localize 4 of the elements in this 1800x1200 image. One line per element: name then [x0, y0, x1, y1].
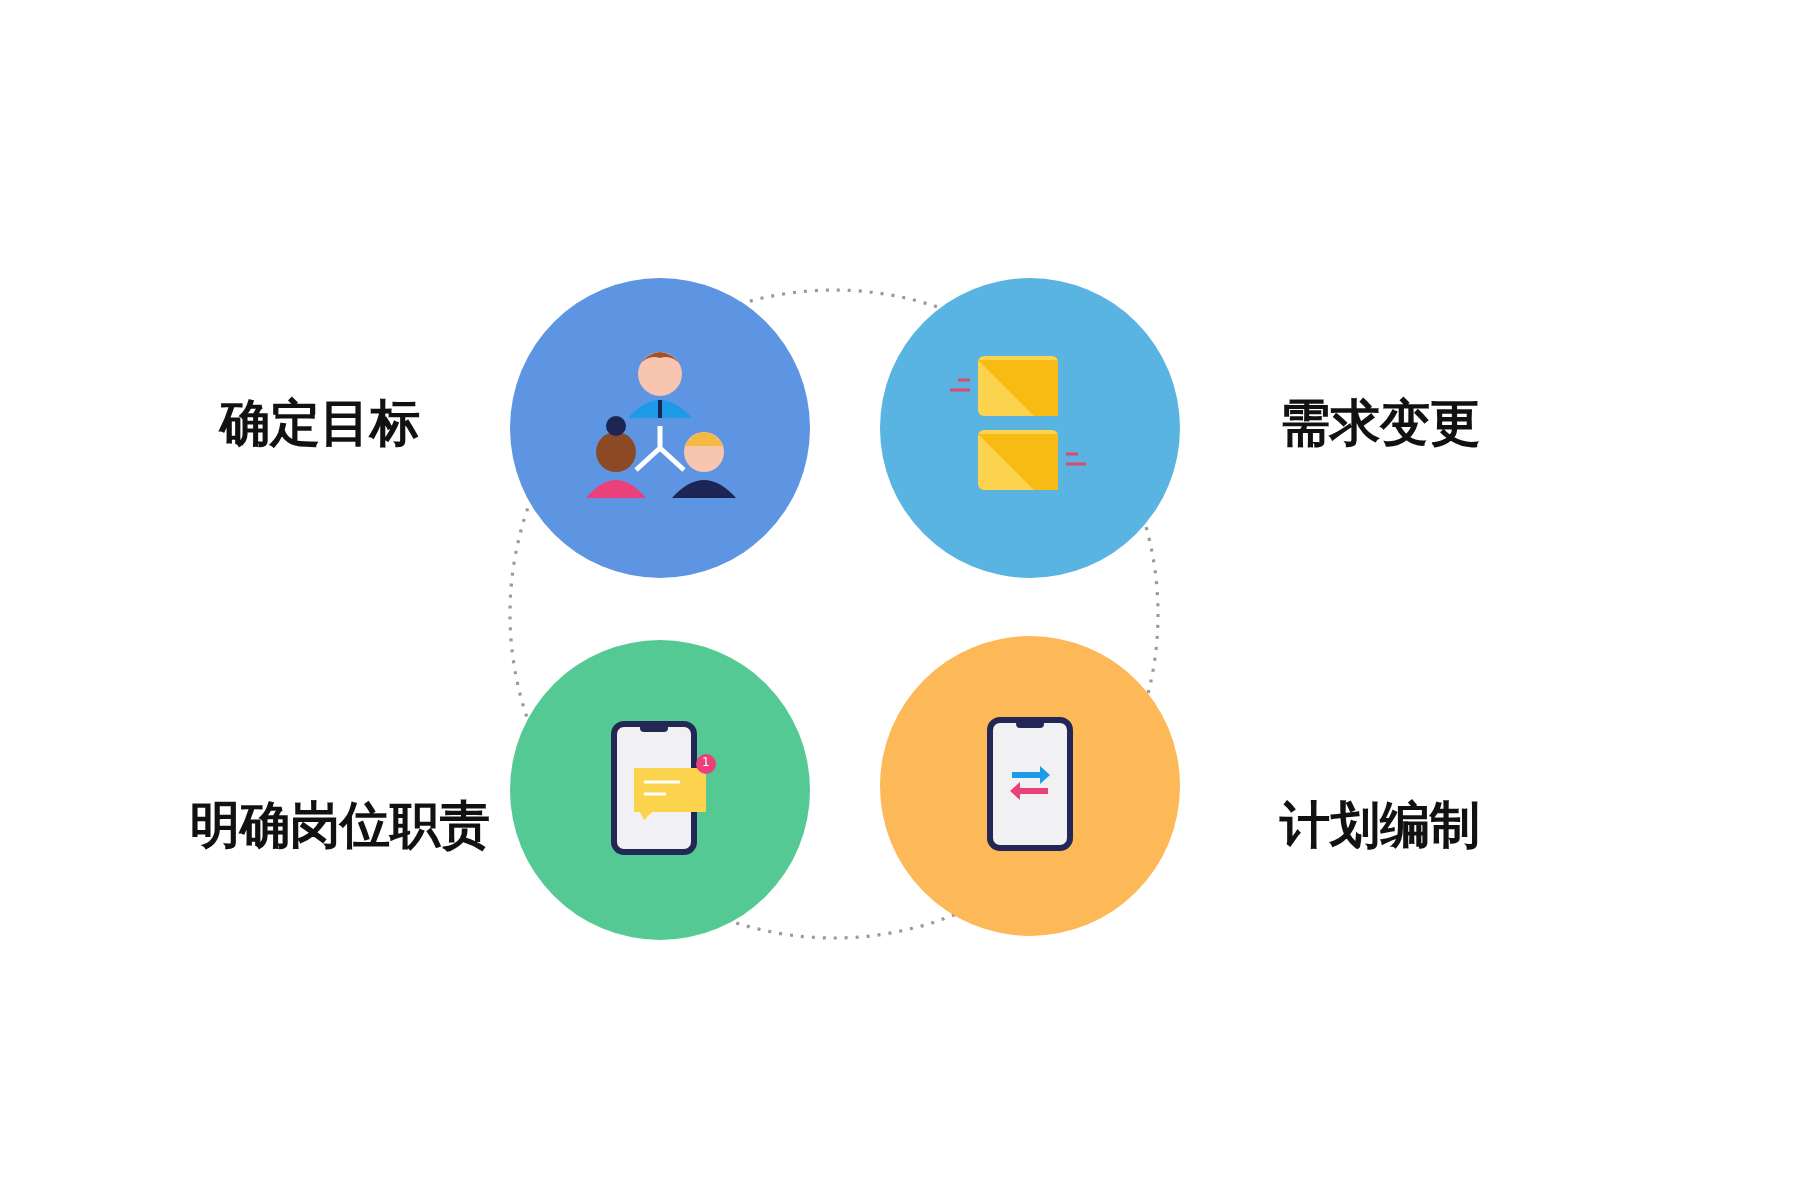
heading: 确定目标 [220, 394, 420, 454]
heading: 明确岗位职责 [190, 796, 490, 856]
heading: 计划编制 [1280, 796, 1480, 856]
heading: 需求变更 [1280, 394, 1480, 454]
